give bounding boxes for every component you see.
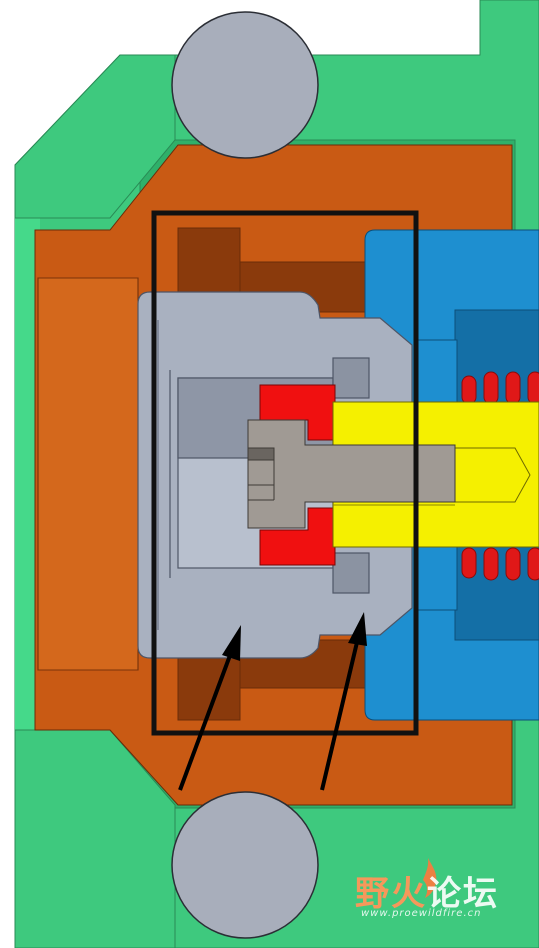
spring-coil: [461, 547, 477, 579]
spring-coil: [505, 371, 521, 405]
retainer-step-top: [332, 357, 370, 399]
spring-coil: [483, 547, 499, 581]
ball-bottom: [171, 791, 319, 939]
watermark-url: www.proewildfire.cn: [361, 908, 482, 919]
bolt: [247, 419, 456, 529]
housing-top-bevel: [14, 54, 176, 219]
piston-collar-top: [414, 339, 458, 411]
watermark-title-part1: 野火: [355, 874, 427, 914]
arrow-right-shaft: [320, 637, 360, 791]
seal-ring: [259, 384, 336, 566]
watermark-title: 野火论坛: [355, 866, 499, 915]
forum-watermark: 野火论坛 www.proewildfire.cn: [355, 858, 525, 926]
arrow-right-head: [348, 612, 367, 646]
arrow-left-head: [222, 625, 241, 661]
bolt-recess: [247, 447, 275, 461]
spring-coil: [483, 371, 499, 405]
watermark-title-part2: 论坛: [427, 874, 499, 914]
spring: [461, 371, 539, 581]
spring-coil: [505, 547, 521, 581]
arrow-left-shaft: [178, 649, 234, 791]
piston-collar-bottom: [414, 539, 458, 611]
shaft-tip: [454, 447, 531, 503]
highlight-frame: [151, 210, 419, 736]
body-pocket-upper: [177, 227, 241, 299]
valve-body-cavity: [37, 277, 139, 671]
retainer-step-bottom: [332, 552, 370, 594]
annotation-arrows: [178, 612, 367, 791]
spring-coil: [527, 371, 539, 405]
spring-coil: [527, 547, 539, 581]
ball-top: [171, 11, 319, 159]
spring-coil: [461, 375, 477, 405]
flame-icon: [423, 858, 437, 898]
bolt-head: [247, 419, 456, 529]
